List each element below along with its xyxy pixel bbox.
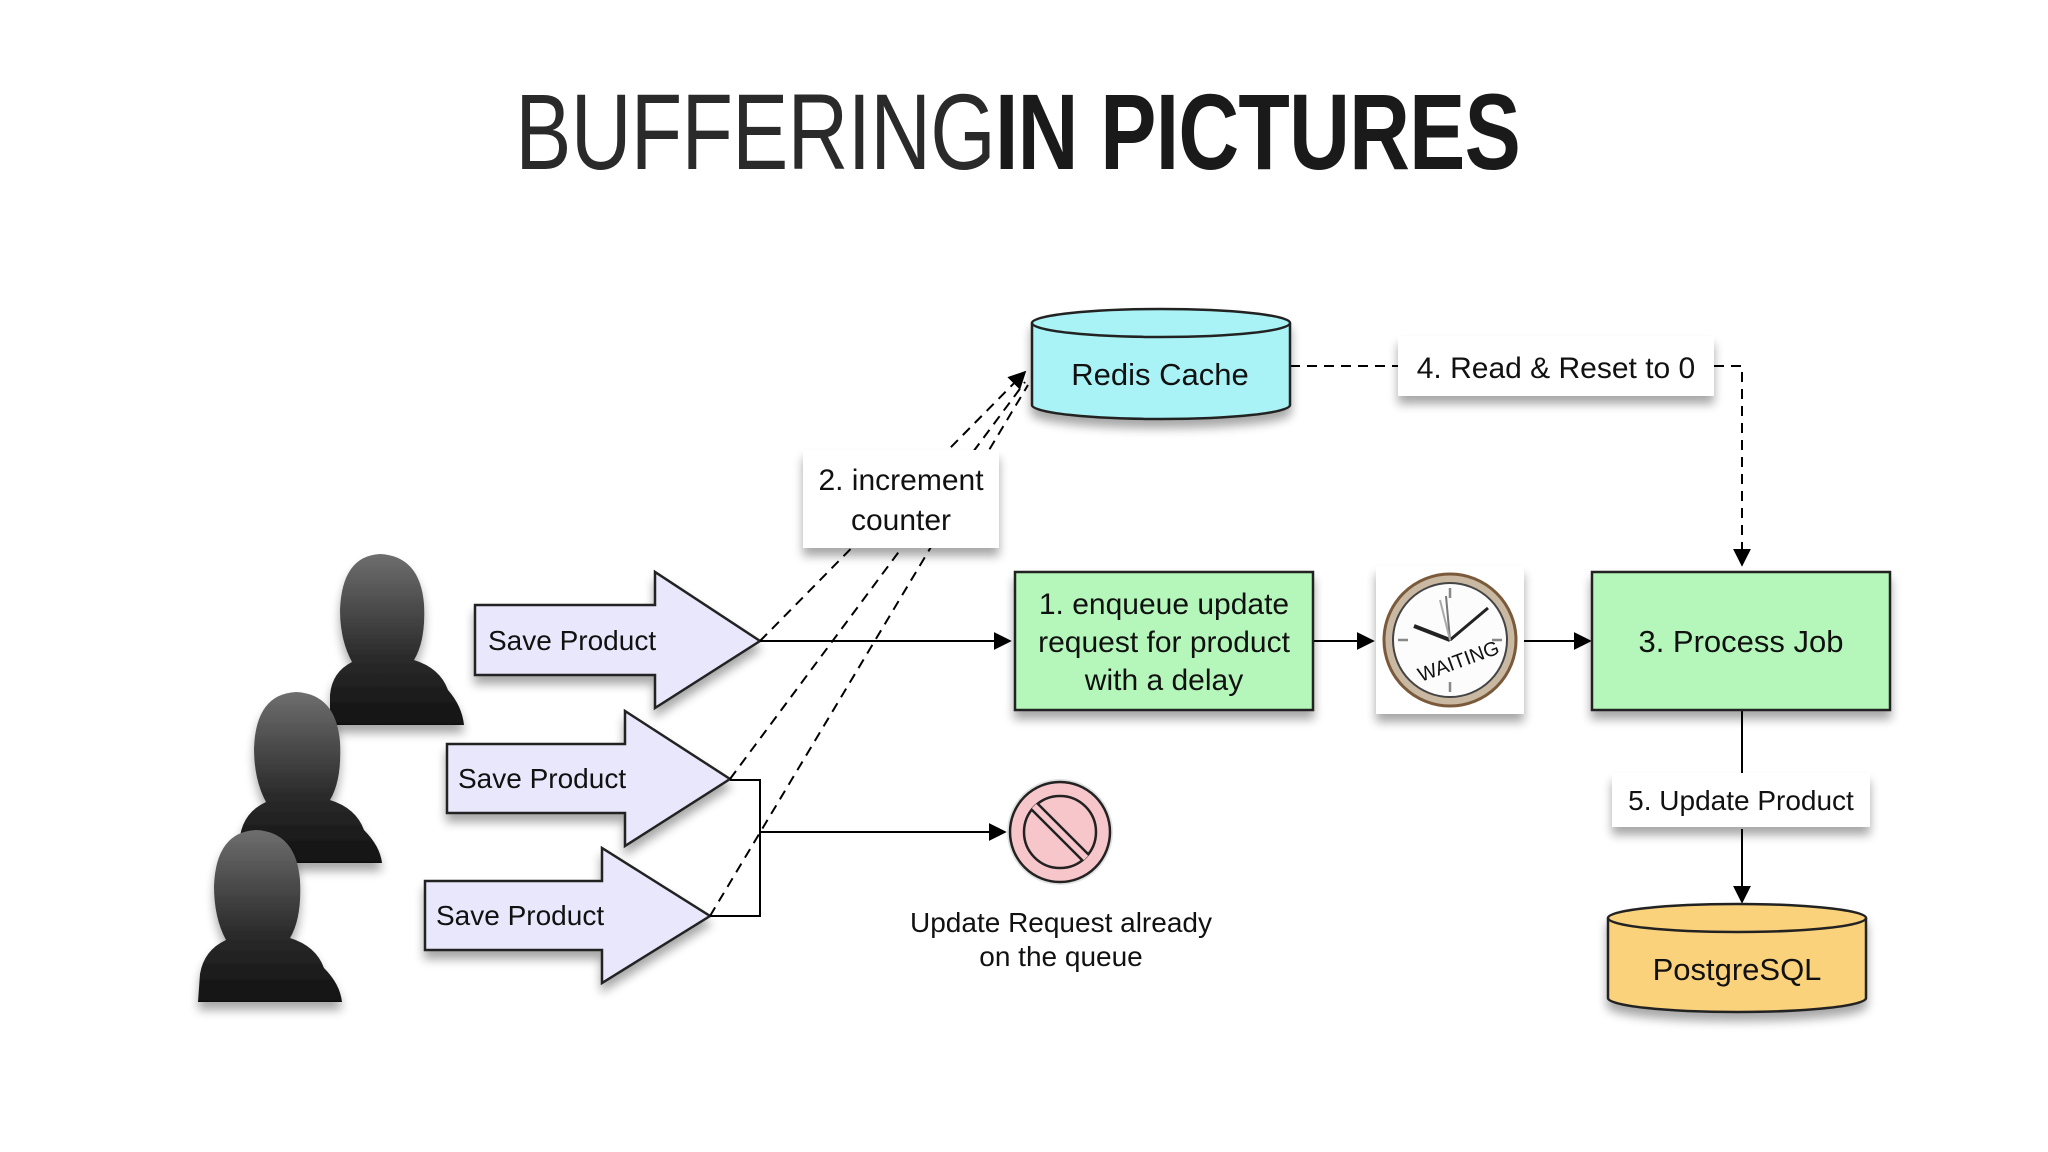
redis-cache-node: Redis Cache [1030, 307, 1292, 421]
clock-icon: WAITING [1376, 566, 1524, 714]
user-silhouette-icon [238, 692, 382, 863]
solid-connectors [710, 632, 1751, 917]
save-product-label: Save Product [458, 763, 626, 794]
blocked-caption-line1: Update Request already [910, 907, 1212, 938]
postgresql-label: PostgreSQL [1653, 952, 1822, 987]
save-product-arrow-1: Save Product [473, 569, 763, 711]
user-silhouette-icon [330, 554, 464, 725]
increment-label-line1: 2. increment [818, 464, 984, 497]
increment-counter-box: 2. increment counter [803, 450, 999, 548]
save-product-arrow-2: Save Product [445, 708, 733, 849]
title-bold: IN PICTURES [994, 71, 1521, 192]
enqueue-label-line1: 1. enqueue update [1039, 588, 1289, 621]
save-product-arrow-3: Save Product [423, 845, 713, 986]
read-reset-label: 4. Read & Reset to 0 [1417, 352, 1696, 385]
postgresql-node: PostgreSQL [1606, 902, 1868, 1014]
redis-cache-label: Redis Cache [1071, 357, 1248, 392]
process-job-label: 3. Process Job [1638, 624, 1843, 659]
update-product-box: 5. Update Product [1612, 773, 1870, 827]
enqueue-label-line2: request for product [1038, 626, 1290, 659]
update-product-label: 5. Update Product [1628, 785, 1854, 816]
title-light: BUFFERING [515, 71, 995, 192]
blocked-caption-line2: on the queue [979, 941, 1143, 972]
prohibited-icon [1007, 779, 1113, 885]
enqueue-node: 1. enqueue update request for product wi… [1013, 570, 1315, 712]
user-silhouette-icon [198, 830, 342, 1002]
read-reset-connector [1290, 365, 1751, 567]
enqueue-label-line3: with a delay [1084, 664, 1243, 697]
page-title: BUFFERINGIN PICTURES [0, 72, 2048, 192]
increment-label-line2: counter [851, 504, 951, 537]
read-reset-box: 4. Read & Reset to 0 [1398, 336, 1714, 396]
save-product-label: Save Product [488, 625, 656, 656]
save-product-label: Save Product [436, 900, 604, 931]
process-job-node: 3. Process Job [1590, 570, 1892, 712]
